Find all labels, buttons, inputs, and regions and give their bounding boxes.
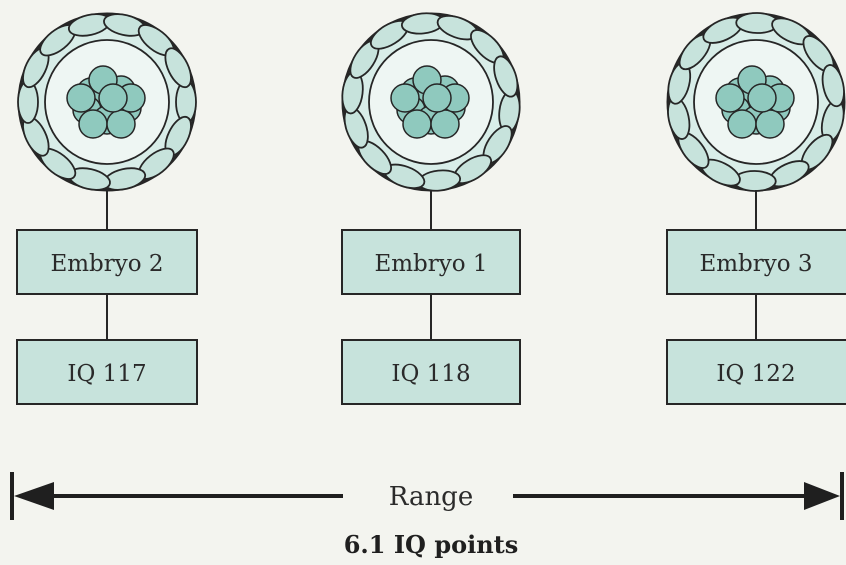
embryo-1-icon <box>341 12 521 192</box>
embryo-2-icon <box>17 12 197 192</box>
range-left-arrowhead <box>14 482 54 510</box>
embryo-1-label-box <box>341 229 521 295</box>
embryo-column-2: Embryo 1 IQ 118 <box>341 12 521 405</box>
embryo-1-iq-box <box>341 339 521 405</box>
embryo-2-label: Embryo 2 <box>50 251 163 277</box>
embryo-3-icon <box>666 12 846 192</box>
embryo-2-label-box <box>16 229 198 295</box>
embryo-3-label: Embryo 3 <box>699 251 812 277</box>
embryo-column-1: Embryo 2 IQ 117 <box>16 12 198 405</box>
embryo-3-label-box <box>666 229 846 295</box>
embryo-column-3: Embryo 3 IQ 122 <box>666 12 846 405</box>
embryo-3-iq: IQ 122 <box>716 361 795 387</box>
embryo-2-iq-box <box>16 339 198 405</box>
embryo-1-label: Embryo 1 <box>374 251 487 277</box>
embryo-group: Embryo 2 IQ 117 Embryo 1 IQ 118 Em <box>16 12 846 405</box>
range-value: 6.1 IQ points <box>344 530 519 559</box>
range-right-arrowhead <box>804 482 840 510</box>
embryo-3-iq-box <box>666 339 846 405</box>
range-label: Range <box>389 482 473 512</box>
embryo-1-iq: IQ 118 <box>391 361 470 387</box>
embryo-2-iq: IQ 117 <box>67 361 146 387</box>
range-indicator: Range 6.1 IQ points <box>10 472 844 559</box>
